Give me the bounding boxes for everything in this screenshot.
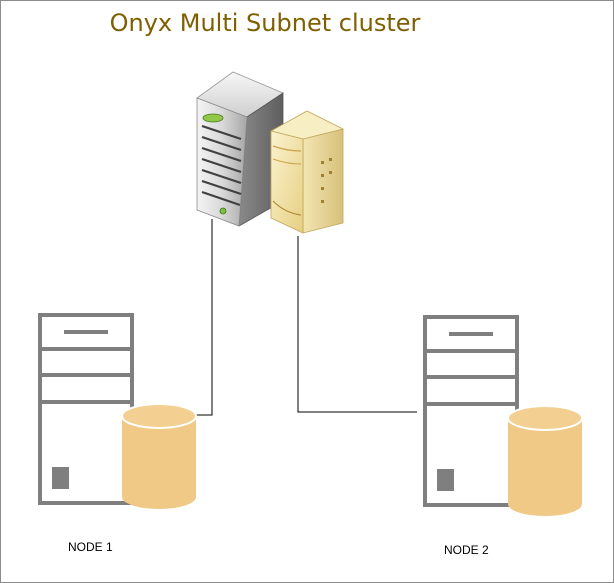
node2-database-cylinder-icon	[507, 405, 583, 516]
node2-drive-indicator	[437, 469, 454, 491]
server-tower-icon	[196, 71, 284, 227]
connector-node2	[297, 236, 417, 413]
node1-drive-indicator	[52, 467, 69, 489]
document-stack-icon	[269, 110, 345, 234]
connector-node1	[191, 219, 213, 416]
node1-label: NODE 1	[68, 540, 113, 554]
node1-database-cylinder-icon	[121, 403, 197, 509]
node2-label: NODE 2	[444, 543, 489, 557]
diagram-title: Onyx Multi Subnet cluster	[109, 9, 421, 37]
